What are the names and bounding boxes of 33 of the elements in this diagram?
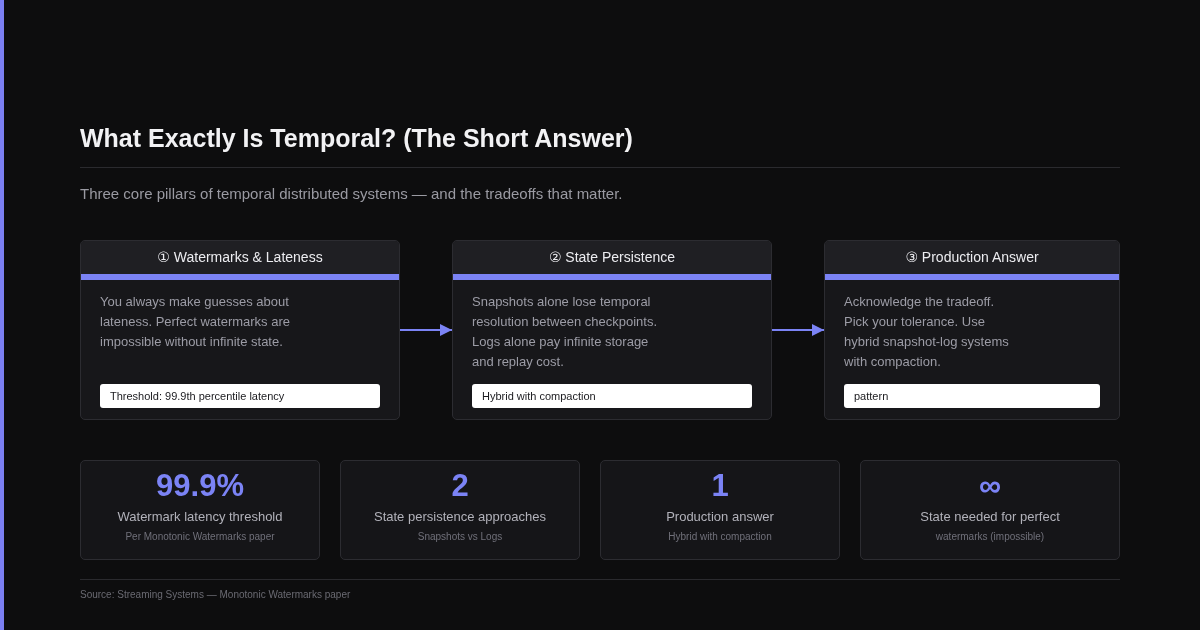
stat-value: 99.9% (156, 468, 244, 504)
stat-card (600, 460, 840, 560)
arrow (399, 324, 453, 336)
card-heading: ① Watermarks & Lateness (81, 241, 399, 274)
stat-value: ∞ (978, 468, 1002, 504)
stat-note: Hybrid with compaction (668, 530, 772, 544)
arrow (771, 324, 825, 336)
stat-label: State persistence approaches (374, 508, 546, 526)
stat-note: Per Monotonic Watermarks paper (125, 530, 275, 544)
stat-label: Watermark latency threshold (117, 508, 283, 526)
stat-note: Snapshots vs Logs (417, 530, 503, 544)
subtitle: Three core pillars of temporal distributed systems — and the tradeoffs that matter. (80, 184, 623, 204)
note-box: Hybrid with compaction (472, 384, 752, 408)
card-body-text: Acknowledge the tradeoff. Pick your tolerance. Use hybrid snapshot-log systems with compaction. (844, 293, 1010, 371)
note-box: Threshold: 99.9th percentile latency (100, 384, 380, 408)
stat-value: 2 (451, 468, 469, 504)
stat-card (340, 460, 580, 560)
stat-card (80, 460, 320, 560)
stat-card (860, 460, 1120, 560)
process-card (824, 240, 1120, 420)
process-card (452, 240, 772, 420)
card-body-text: Snapshots alone lose temporal resolution between checkpoints. Logs alone pay infinite storage and replay cost. (472, 293, 658, 371)
card-heading: ③ Production Answer (825, 241, 1119, 274)
card-heading: ② State Persistence (453, 241, 771, 274)
card-body-text: You always make guesses about lateness. Perfect watermarks are impossible without infinite state. (100, 293, 292, 351)
stat-label: State needed for perfect (920, 508, 1060, 526)
process-card (80, 240, 400, 420)
stat-note: watermarks (impossible) (935, 530, 1045, 544)
stat-value: 1 (711, 468, 729, 504)
note-box: pattern (844, 384, 1100, 408)
source-note: Source: Streaming Systems — Monotonic Watermarks paper (80, 588, 351, 602)
stat-label: Production answer (666, 508, 774, 526)
page-title: What Exactly Is Temporal? (The Short Answer) (80, 123, 633, 154)
